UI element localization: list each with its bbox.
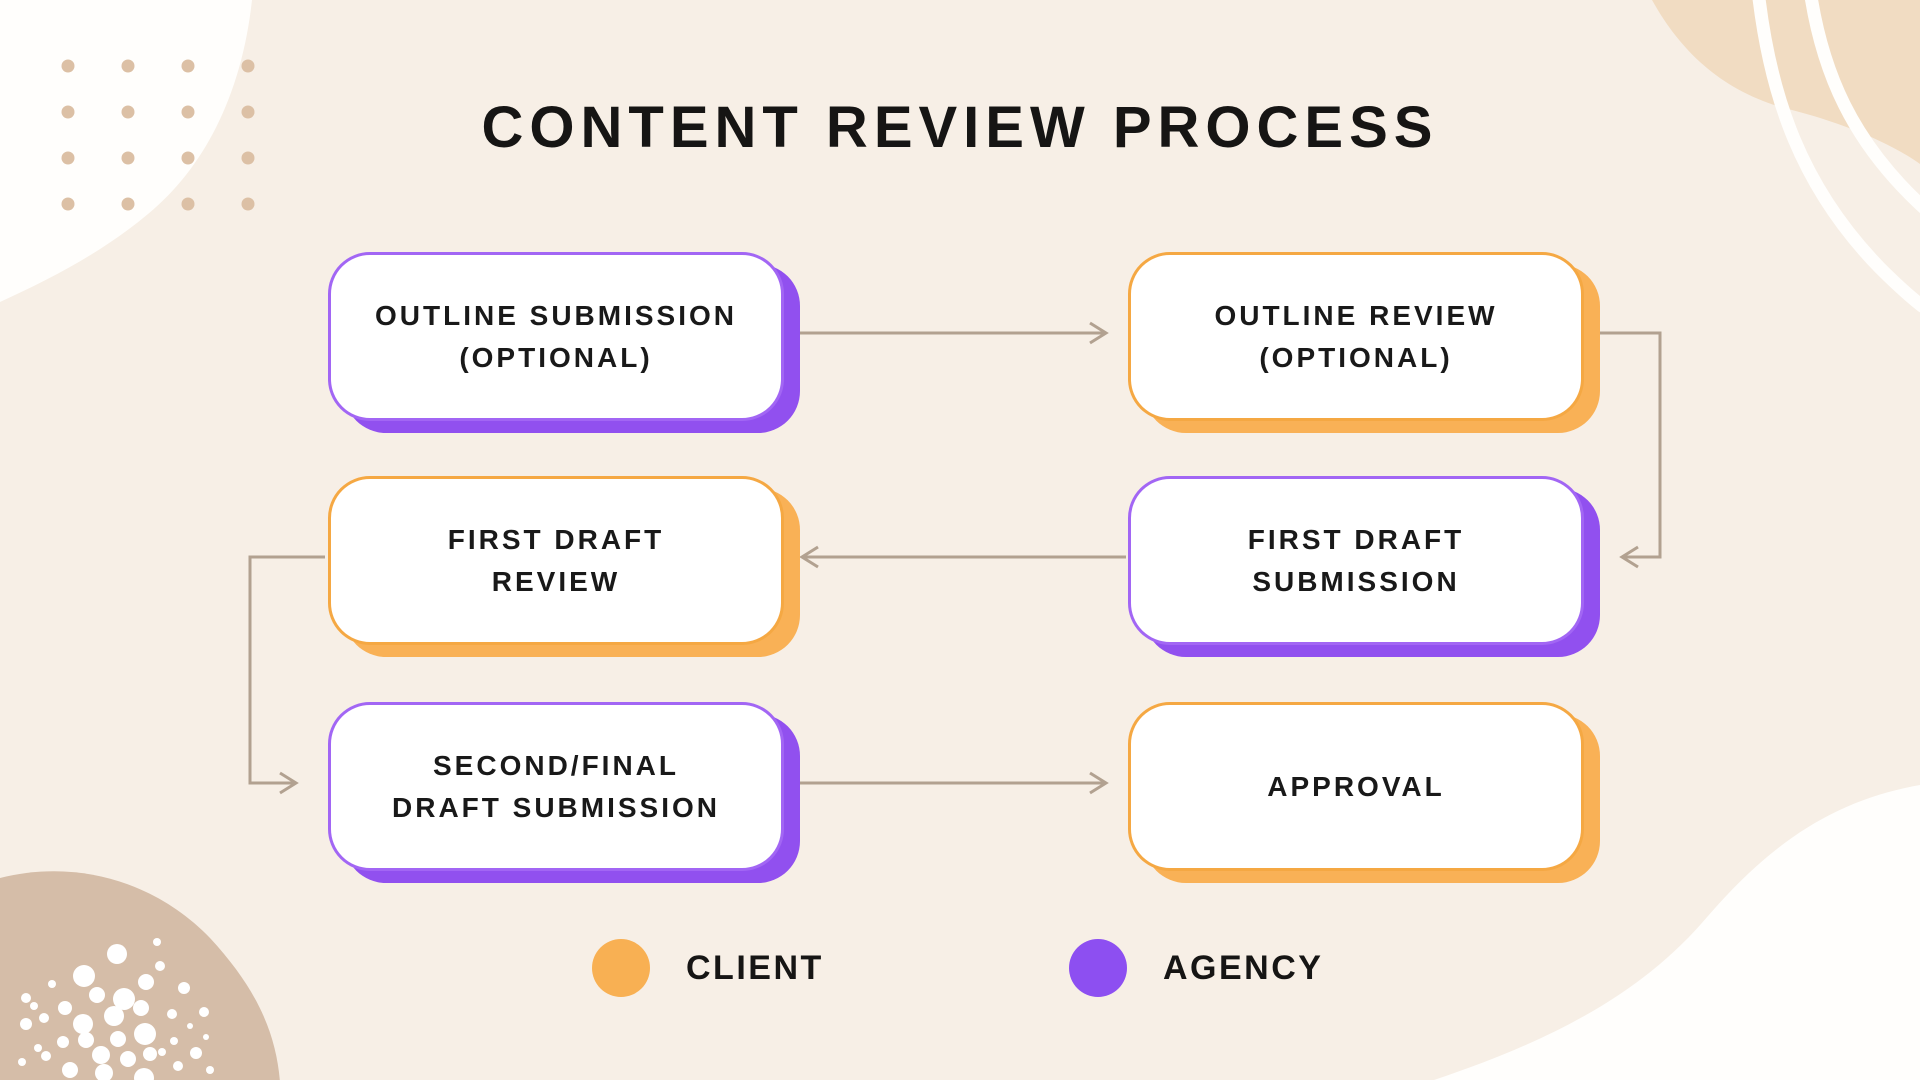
blob-bottom-left-shape [0,871,280,1080]
arrowhead-left-icon [1619,545,1639,569]
connector-outline-submission-to-outline-review [795,321,1109,345]
flow-box-first-draft-review: FIRST DRAFT REVIEW [328,476,784,645]
connector-second-final-draft-to-approval [795,771,1109,795]
legend-item-client: CLIENT [592,939,824,997]
legend-label-agency: AGENCY [1163,948,1324,987]
flow-box-outline-submission: OUTLINE SUBMISSION (OPTIONAL) [328,252,784,421]
connector-first-draft-submission-to-first-draft-review [799,545,1126,569]
arrowhead-right-icon [1089,771,1109,795]
legend-item-agency: AGENCY [1069,939,1323,997]
flow-box-second-final-draft-submission: SECOND/FINAL DRAFT SUBMISSION [328,702,784,871]
legend-label-client: CLIENT [686,948,824,987]
dot-grid-decoration [61,59,255,211]
arrowhead-left-icon [799,545,819,569]
page-title: CONTENT REVIEW PROCESS [481,95,1439,160]
corner-blob-top-left-shape [0,0,252,302]
halftone-dots-decoration [18,938,214,1080]
agency-color-dot-icon [1069,939,1127,997]
flow-box-approval: APPROVAL [1128,702,1584,871]
arrowhead-right-icon [279,771,299,795]
client-color-dot-icon [592,939,650,997]
flow-box-first-draft-submission: FIRST DRAFT SUBMISSION [1128,476,1584,645]
connector-outline-review-to-first-draft-submission [1593,331,1662,569]
swoosh-lines-decoration [1752,0,1920,313]
arrowhead-right-icon [1089,321,1109,345]
connector-first-draft-review-to-second-final-draft [248,555,325,795]
flow-box-outline-review: OUTLINE REVIEW (OPTIONAL) [1128,252,1584,421]
corner-blob-bottom-right-shape [1433,785,1920,1080]
